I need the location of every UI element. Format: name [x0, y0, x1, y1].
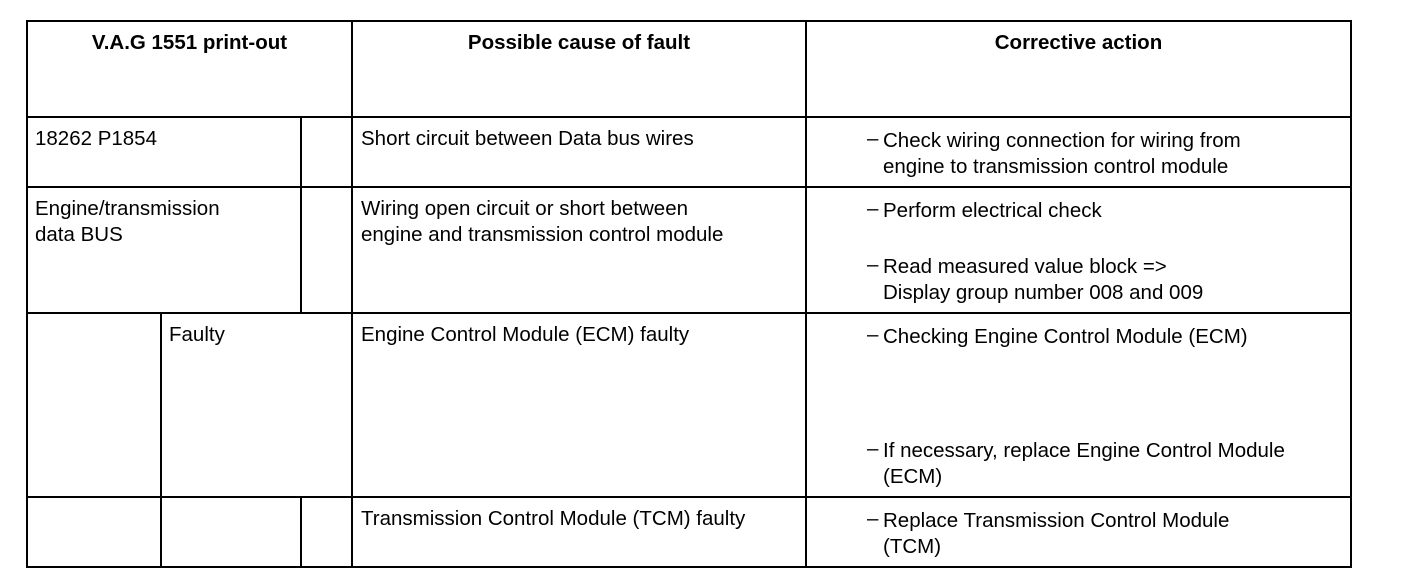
- column-divider-cause: [351, 20, 353, 568]
- fault-description: data BUS: [35, 223, 123, 246]
- header-printout: V.A.G 1551 print-out: [91, 31, 288, 54]
- action-line: If necessary, replace Engine Control Mod…: [883, 439, 1285, 462]
- table-border-top: [26, 20, 1352, 22]
- fault-code: 18262 P1854: [35, 127, 157, 150]
- column-divider-sub-left: [160, 312, 162, 568]
- action-line: (TCM): [883, 535, 942, 558]
- dash-icon: –: [867, 507, 879, 530]
- dash-icon: –: [867, 197, 879, 220]
- action-line: Display group number 008 and 009: [883, 281, 1204, 304]
- header-action: Corrective action: [994, 31, 1163, 54]
- dash-icon: –: [867, 323, 879, 346]
- action-line: engine to transmission control module: [883, 155, 1229, 178]
- cause-text: engine and transmission control module: [361, 223, 724, 246]
- table-divider-row2: [26, 312, 1352, 314]
- dash-icon: –: [867, 253, 879, 276]
- column-divider-sub-right-lower: [300, 496, 302, 568]
- column-divider-action: [805, 20, 807, 568]
- cause-text: Short circuit between Data bus wires: [361, 127, 694, 150]
- action-line: Perform electrical check: [883, 199, 1102, 222]
- column-divider-sub-right-upper: [300, 116, 302, 314]
- cause-text: Wiring open circuit or short between: [361, 197, 689, 220]
- action-line: Check wiring connection for wiring from: [883, 129, 1241, 152]
- action-line: Replace Transmission Control Module: [883, 509, 1230, 532]
- table-border-right: [1350, 20, 1352, 568]
- table-divider-header: [26, 116, 1352, 118]
- table-border-left: [26, 20, 28, 568]
- table-border-bottom: [26, 566, 1352, 568]
- fault-status: Faulty: [169, 323, 225, 346]
- dash-icon: –: [867, 437, 879, 460]
- cause-text: Engine Control Module (ECM) faulty: [361, 323, 690, 346]
- dash-icon: –: [867, 127, 879, 150]
- fault-table: V.A.G 1551 print-out Possible cause of f…: [26, 20, 1352, 568]
- table-divider-row1: [26, 186, 1352, 188]
- action-line: Checking Engine Control Module (ECM): [883, 325, 1248, 348]
- action-line: Read measured value block =>: [883, 255, 1167, 278]
- cause-text: Transmission Control Module (TCM) faulty: [361, 507, 746, 530]
- action-line: (ECM): [883, 465, 943, 488]
- table-divider-row3: [26, 496, 1352, 498]
- fault-description: Engine/transmission: [35, 197, 220, 220]
- header-cause: Possible cause of fault: [467, 31, 691, 54]
